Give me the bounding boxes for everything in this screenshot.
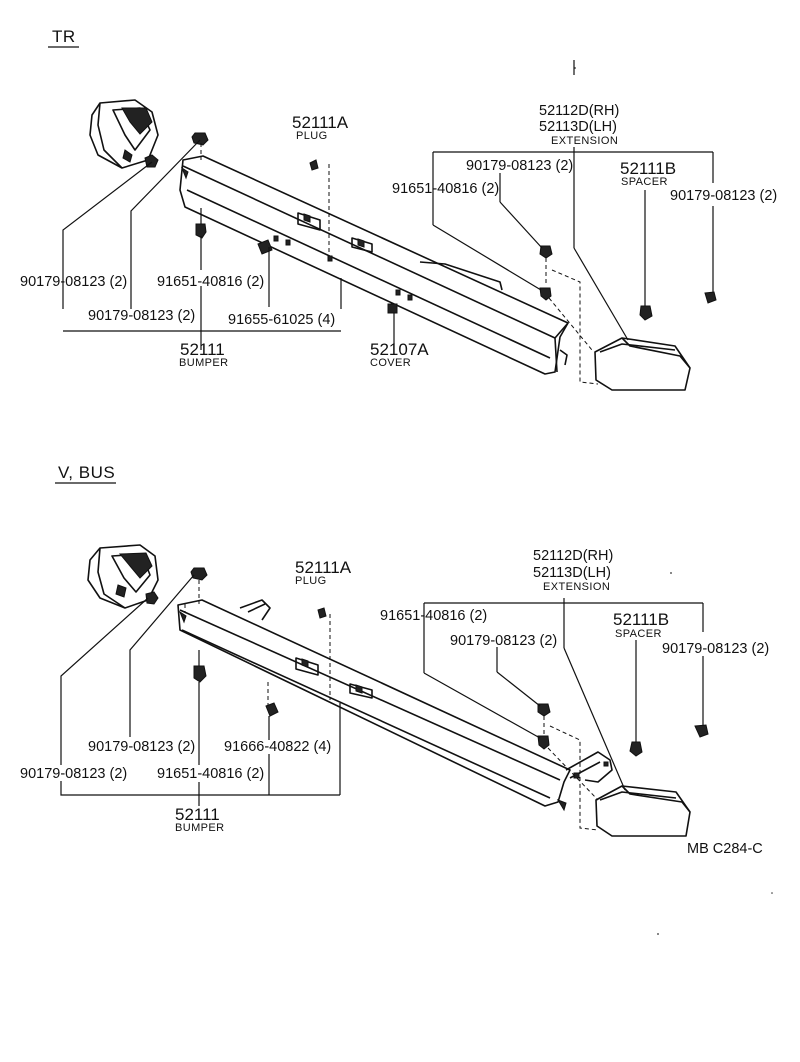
screw-icon [265, 702, 279, 717]
nut-left-inner-part-number: 90179-08123 (2) [88, 308, 195, 324]
nut-mid-part-number: 90179-08123 (2) [466, 158, 573, 174]
bolt-icon [193, 665, 207, 683]
left-end-cap [89, 99, 159, 169]
left-end-cap [87, 544, 159, 609]
right-extension [595, 785, 691, 837]
extension-label: EXTENSION [551, 135, 618, 147]
spacer-icon [639, 305, 653, 321]
screw-part-number: 91655-61025 (4) [228, 312, 335, 328]
nut-left-outer-part-number: 90179-08123 (2) [20, 766, 127, 782]
plug-part-number: 52111A [292, 113, 349, 132]
diagram-code: MB C284-C [687, 841, 763, 857]
spacer-label: SPACER [615, 628, 662, 640]
screw-part-number: 91666-40822 (4) [224, 739, 331, 755]
bolt-icon [195, 223, 207, 239]
print-specks [574, 67, 773, 935]
right-extension [594, 337, 691, 391]
section-v-bus: V, BUS [20, 463, 769, 837]
nut-icon [145, 591, 159, 605]
spacer-icon [629, 741, 643, 757]
nut-right-part-number: 90179-08123 (2) [662, 641, 769, 657]
leader-lines [62, 60, 714, 350]
bolt-right-part-number: 91651-40816 (2) [380, 608, 487, 624]
bolt-icon [537, 735, 550, 750]
section-title: V, BUS [58, 463, 115, 482]
cover-part-number: 52107A [370, 340, 429, 359]
plug-icon [317, 607, 327, 619]
bumper-bar [179, 155, 569, 375]
extension-label: EXTENSION [543, 581, 610, 593]
hardware [144, 132, 717, 321]
bolt-left-part-number: 91651-40816 (2) [157, 274, 264, 290]
extension-lh-part-number: 52113D(LH) [539, 119, 617, 135]
nut-icon [191, 132, 209, 146]
leader-lines [60, 574, 704, 806]
nut-icon [537, 703, 551, 717]
nut-icon [694, 724, 709, 738]
nut-left-inner-part-number: 90179-08123 (2) [88, 739, 195, 755]
extension-rh-part-number: 52112D(RH) [533, 548, 613, 564]
nut-mid-part-number: 90179-08123 (2) [450, 633, 557, 649]
cover-label: COVER [370, 357, 411, 369]
bolt-right-part-number: 91651-40816 (2) [392, 181, 499, 197]
bumper-label: BUMPER [179, 357, 228, 369]
extension-rh-part-number: 52112D(RH) [539, 103, 619, 119]
extension-lh-part-number: 52113D(LH) [533, 565, 611, 581]
plug-part-number: 52111A [295, 558, 352, 577]
nut-icon [704, 291, 717, 304]
bumper-part-number: 52111 [175, 805, 220, 824]
bumper-bar [177, 599, 613, 812]
plug-label: PLUG [295, 575, 327, 587]
bumper-label: BUMPER [175, 822, 224, 834]
nut-icon [539, 245, 553, 259]
hardware [145, 567, 709, 757]
spacer-part-number: 52111B [613, 610, 669, 629]
nut-icon [190, 567, 208, 581]
plug-label: PLUG [296, 130, 328, 142]
plug-icon [309, 159, 319, 171]
nut-right-part-number: 90179-08123 (2) [670, 188, 777, 204]
section-title: TR [52, 27, 76, 46]
section-tr: TR [20, 27, 777, 391]
bolt-left-part-number: 91651-40816 (2) [157, 766, 264, 782]
bolt-icon [539, 287, 552, 301]
cover-icon [387, 303, 398, 314]
bumper-part-number: 52111 [180, 340, 225, 359]
spacer-part-number: 52111B [620, 159, 676, 178]
spacer-label: SPACER [621, 176, 668, 188]
nut-left-outer-part-number: 90179-08123 (2) [20, 274, 127, 290]
